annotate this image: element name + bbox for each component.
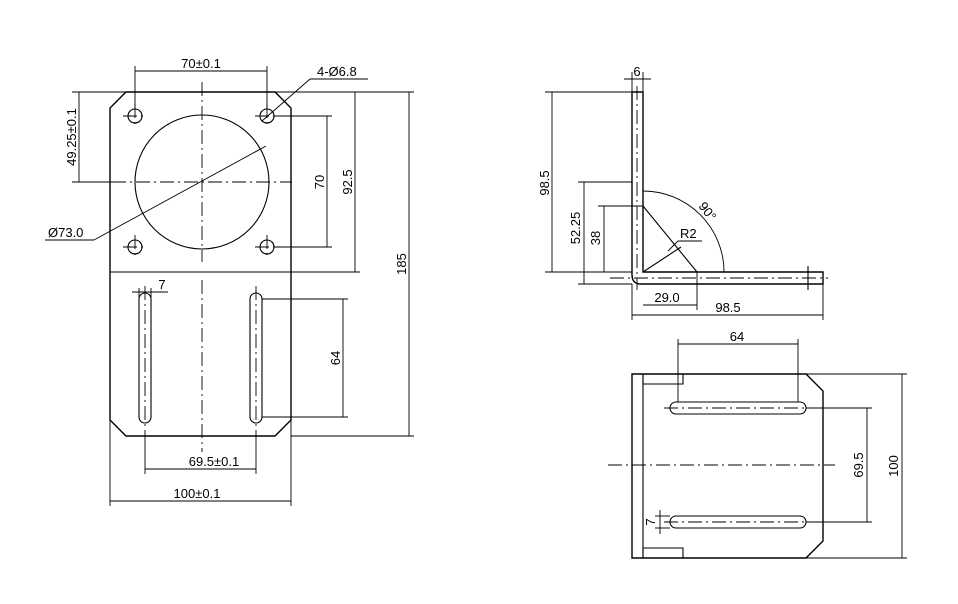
- front-view: 70±0.1 4-Ø6.8 Ø73.0 49.25±0.1 70 92.5 18…: [45, 56, 414, 506]
- dim-label: 64: [328, 351, 343, 365]
- dim-label: Ø73.0: [48, 225, 83, 240]
- side-view: 90° R2 6 98.5 52.25 38 29.0 98.5: [537, 64, 828, 320]
- dim-label: 4-Ø6.8: [317, 64, 357, 79]
- relief-notch: [642, 374, 684, 385]
- dim-label: 92.5: [340, 169, 355, 194]
- leader-line: [667, 240, 679, 252]
- dim-label: 7: [643, 518, 658, 525]
- dim-label: 64: [730, 329, 744, 344]
- dim-label: 52.25: [568, 212, 583, 245]
- dim-label: 38: [588, 231, 603, 245]
- dim-label: 69.5: [851, 452, 866, 477]
- dim-label: 70±0.1: [181, 56, 221, 71]
- leader-line: [261, 78, 311, 122]
- dim-label: 98.5: [715, 300, 740, 315]
- relief-notch: [642, 547, 684, 558]
- leader-line: [93, 145, 267, 241]
- angle-arc: [642, 190, 725, 273]
- gusset-triangle: [642, 205, 698, 273]
- top-view: 64 69.5 100 7: [608, 329, 907, 559]
- angle-profile: [631, 91, 824, 285]
- dim-label: 98.5: [537, 170, 552, 195]
- dim-label: 49.25±0.1: [64, 108, 79, 166]
- dim-label: 90°: [696, 199, 720, 224]
- dim-label: 185: [394, 253, 409, 275]
- dim-label: 29.0: [654, 290, 679, 305]
- dim-label: 100±0.1: [174, 486, 221, 501]
- dim-label: 100: [886, 455, 901, 477]
- dim-label: 70: [312, 175, 327, 189]
- dim-label: 69.5±0.1: [189, 454, 240, 469]
- front-plate-outline: [109, 91, 292, 437]
- dim-label: 6: [633, 64, 640, 79]
- dim-label: R2: [680, 226, 697, 241]
- dim-label: 7: [158, 277, 165, 292]
